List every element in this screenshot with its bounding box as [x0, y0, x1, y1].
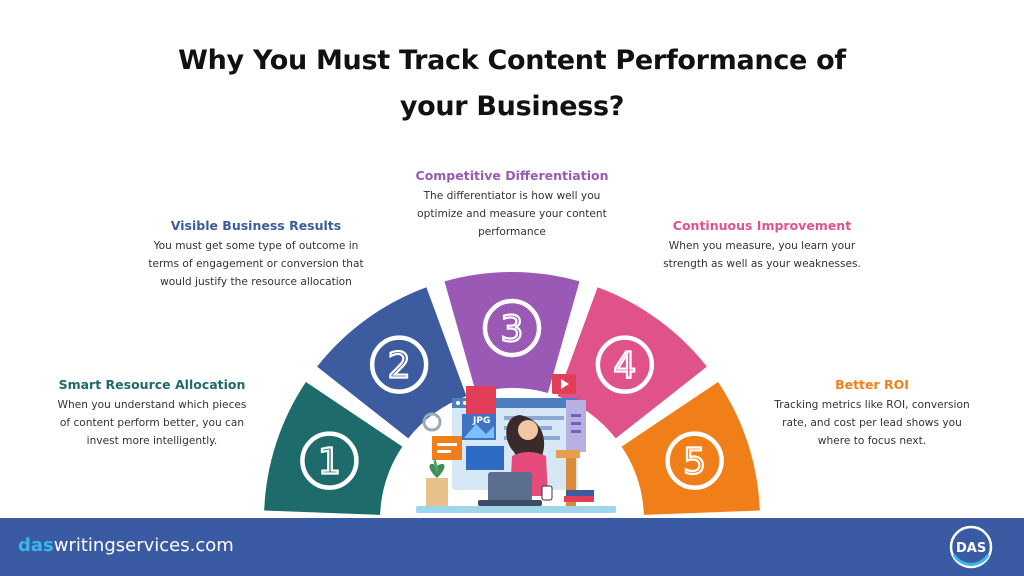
step-4-heading: Continuous Improvement: [672, 218, 852, 233]
svg-text:DAS: DAS: [956, 541, 986, 556]
step-2-heading: Visible Business Results: [170, 218, 342, 233]
step-number-3: 3: [501, 309, 524, 350]
step-3-description: The differentiator is how well you optim…: [417, 190, 607, 238]
step-4-description: When you measure, you learn your strengt…: [663, 240, 861, 270]
step-badge-5: 5: [665, 431, 724, 490]
step-badge-4: 4: [595, 335, 655, 394]
step-5-description: Tracking metrics like ROI, conversion ra…: [774, 399, 970, 447]
step-5-text: Better ROI Tracking metrics like ROI, co…: [770, 377, 974, 450]
step-1-description: When you understand which pieces of cont…: [57, 399, 247, 447]
brand-name[interactable]: daswritingservices.com: [18, 535, 234, 556]
title-line-1: Why You Must Track Content Performance o…: [178, 45, 846, 76]
step-3-heading: Competitive Differentiation: [415, 168, 609, 183]
step-2-description: You must get some type of outcome in ter…: [148, 240, 364, 288]
step-2-text: Visible Business Results You must get so…: [148, 218, 364, 291]
step-badge-2: 2: [369, 335, 429, 394]
step-badge-1: 1: [300, 431, 359, 490]
step-number-2: 2: [388, 346, 411, 387]
step-5-heading: Better ROI: [835, 377, 909, 392]
title-line-2: your Business?: [399, 91, 625, 122]
page-title: Why You Must Track Content Performance o…: [112, 38, 912, 130]
step-1-heading: Smart Resource Allocation: [58, 377, 246, 392]
brand-suffix: writingservices.com: [53, 535, 234, 556]
step-number-4: 4: [613, 346, 636, 387]
das-logo-icon: DAS: [949, 525, 993, 569]
step-number-1: 1: [318, 442, 341, 483]
footer-bar: daswritingservices.com DAS: [0, 518, 1024, 576]
step-number-5: 5: [683, 442, 706, 483]
step-3-text: Competitive Differentiation The differen…: [408, 168, 616, 241]
step-4-text: Continuous Improvement When you measure,…: [662, 218, 862, 273]
svg-text:JPG: JPG: [472, 416, 490, 426]
step-badge-3: 3: [482, 298, 542, 358]
brand-prefix: das: [18, 535, 54, 556]
step-1-text: Smart Resource Allocation When you under…: [52, 377, 252, 450]
woman-at-laptop-with-dashboard-illustration: JPG: [416, 374, 616, 513]
